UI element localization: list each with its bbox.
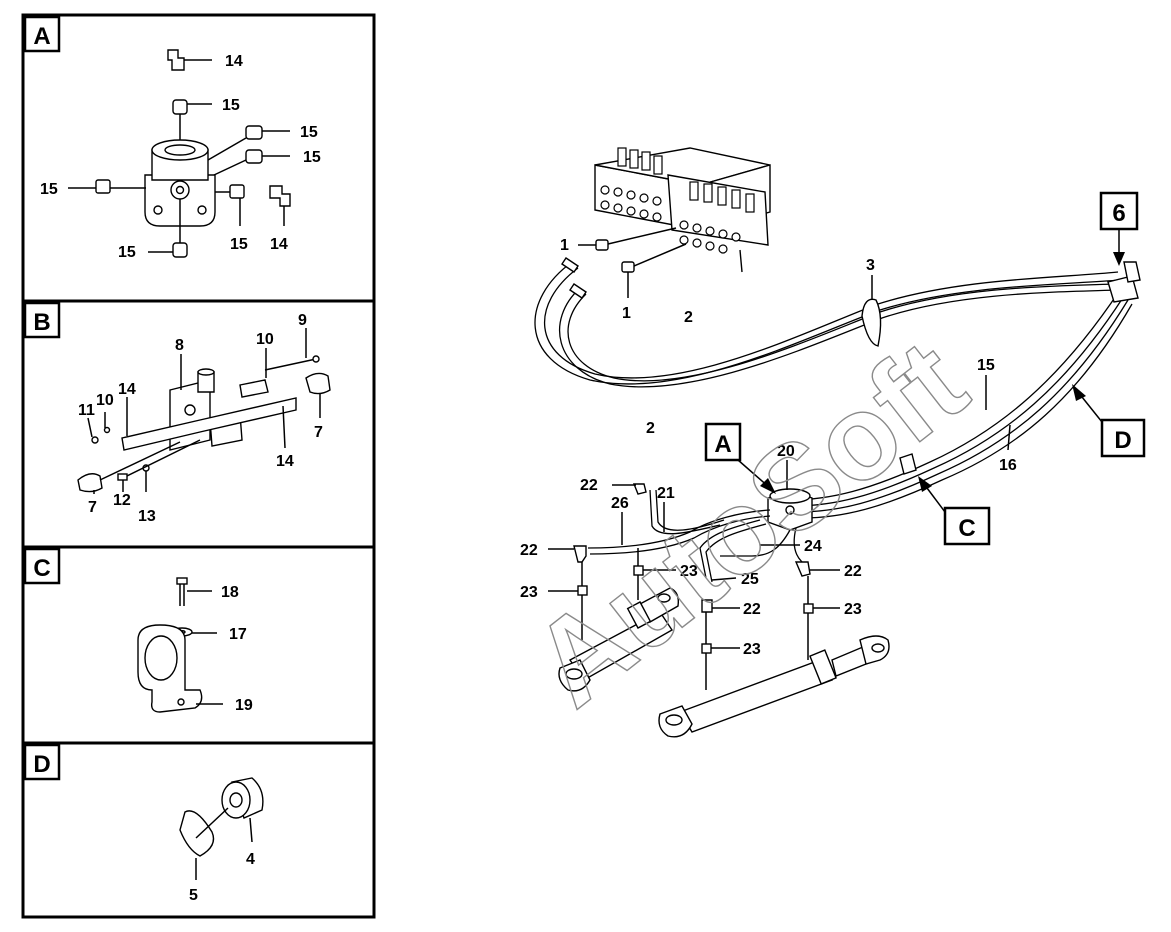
- panel-B-label: 8: [175, 337, 184, 354]
- panel-C-label: 19: [235, 697, 253, 714]
- svg-text:D: D: [1114, 427, 1131, 454]
- main-label: 3: [866, 257, 875, 274]
- panel-A-label: 14: [270, 236, 288, 253]
- panel-B-label: 7: [314, 424, 323, 441]
- svg-text:6: 6: [1112, 200, 1125, 227]
- panel-B-label: 7: [88, 499, 97, 516]
- main-label: 15: [977, 357, 995, 374]
- panel-D-tag: D: [33, 751, 50, 778]
- panel-B-label: 14: [118, 381, 136, 398]
- panel-A: A 14 15 15 15 1: [21, 13, 376, 303]
- main-label: 22: [844, 563, 862, 580]
- main-label: 24: [804, 538, 822, 555]
- svg-text:A: A: [714, 431, 731, 458]
- main-label: 23: [680, 563, 698, 580]
- panel-A-label: 15: [303, 149, 321, 166]
- main-label: 22: [580, 477, 598, 494]
- main-label: 23: [844, 601, 862, 618]
- main-label: 23: [520, 584, 538, 601]
- panel-B-label: 9: [298, 312, 307, 329]
- steering-cylinder-left: [558, 587, 680, 692]
- panel-A-label: 15: [300, 124, 318, 141]
- main-label: 2: [646, 420, 655, 437]
- callout-A: A: [704, 422, 776, 494]
- main-label: 21: [657, 485, 675, 502]
- panel-B-label: 10: [96, 392, 114, 409]
- steering-cylinder-right: [658, 635, 890, 738]
- svg-text:C: C: [958, 515, 975, 542]
- main-label: 20: [777, 443, 795, 460]
- panel-A-label: 15: [40, 181, 58, 198]
- main-label: 1: [622, 305, 631, 322]
- panel-B-label: 13: [138, 508, 156, 525]
- callout-6: 6: [1099, 191, 1139, 266]
- callout-C: C: [918, 476, 991, 546]
- panel-B: B 8 10 9 11: [21, 299, 376, 549]
- main-label: 1: [560, 237, 569, 254]
- main-label: 26: [611, 495, 629, 512]
- main-label: 23: [743, 641, 761, 658]
- panel-C: C 18 17 19: [21, 545, 376, 745]
- panel-C-tag: C: [33, 555, 50, 582]
- panel-B-label: 11: [78, 402, 95, 419]
- panel-A-label: 15: [230, 236, 248, 253]
- main-label: 16: [999, 457, 1017, 474]
- panel-A-tag: A: [33, 23, 50, 50]
- panel-A-label: 14: [225, 53, 243, 70]
- panel-B-label: 10: [256, 331, 274, 348]
- panel-A-label: 15: [118, 244, 136, 261]
- main-label: 2: [684, 309, 693, 326]
- main-label: 25: [741, 571, 759, 588]
- main-label: 22: [743, 601, 761, 618]
- panel-D-label: 4: [246, 851, 255, 868]
- main-drawing: 1 1 2 2 3 15 16 20 22 21 26 22 24 23 23 …: [520, 147, 1146, 738]
- panel-D-label: 5: [189, 887, 198, 904]
- panel-C-label: 17: [229, 626, 247, 643]
- panel-D: D 4 5: [21, 741, 376, 919]
- panel-B-tag: B: [33, 309, 50, 336]
- panel-C-label: 18: [221, 584, 239, 601]
- control-valve-bank: [594, 147, 771, 273]
- callout-D: D: [1072, 384, 1146, 458]
- main-label: 22: [520, 542, 538, 559]
- panel-B-label: 14: [276, 453, 294, 470]
- panel-A-label: 15: [222, 97, 240, 114]
- panel-B-label: 12: [113, 492, 131, 509]
